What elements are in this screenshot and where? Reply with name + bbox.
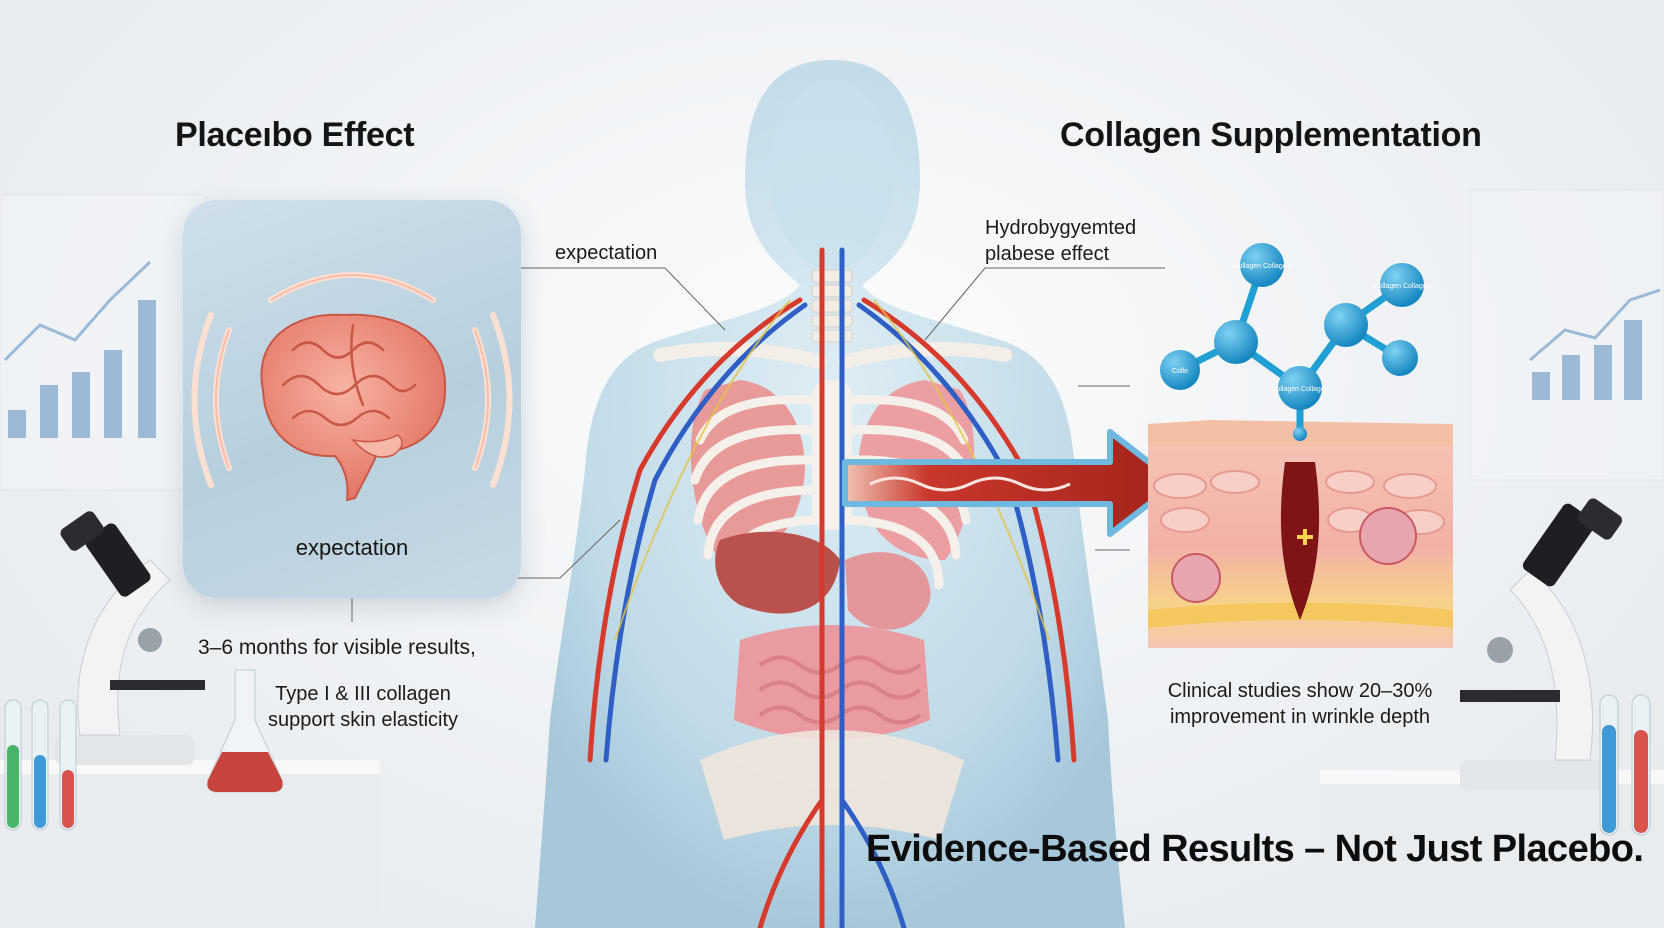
skin-cross-section-icon [1148, 420, 1453, 648]
brain-icon [191, 272, 513, 502]
flask-icon [207, 669, 283, 793]
microscope-icon [55, 511, 205, 765]
microscope-icon [1460, 498, 1623, 790]
molecule-label: Colle [1172, 368, 1188, 375]
test-tube-icon [4, 699, 77, 831]
evidence-claim: Evidence-Based Results – Not Just Placeb… [866, 828, 1644, 870]
chart-icon [1469, 189, 1664, 481]
clinical-studies-text: Clinical studies show 20–30% improvement… [1140, 678, 1460, 730]
placebo-heading: Placeıbo Effect [175, 116, 415, 154]
collagen-types-text: Type I & III collagen support skin elast… [238, 681, 488, 733]
hydro-callout: Hydrobygyemted plabese effect [985, 215, 1136, 267]
clinical-line-1: Clinical studies show 20–30% [1167, 680, 1433, 702]
hydro-line-1: Hydrobygyemted [985, 217, 1137, 239]
timeline-text: 3–6 months for visible results, [198, 636, 476, 659]
callout-connectors [351, 267, 1165, 622]
expectation-callout: expectation [555, 242, 658, 264]
chart-icon [0, 194, 206, 491]
molecule-label: Collagen Collagen [1233, 263, 1290, 270]
human-anatomy-figure [535, 60, 1125, 928]
molecule-label: Collagen Collagen [1271, 386, 1328, 393]
collagen-types-line-1: Type I & III collagen [275, 683, 451, 705]
placebo-expectation-card: expectation [183, 200, 521, 598]
clinical-line-2: improvement in wrinkle depth [1169, 706, 1431, 728]
collagen-heading: Collagen Supplementation [1060, 116, 1482, 154]
collagen-types-line-2: support skin elasticity [267, 709, 459, 731]
arrow-icon [842, 429, 1179, 537]
lab-bench [0, 760, 380, 928]
molecule-label: Collagen Collagen [1373, 283, 1430, 290]
card-caption: expectation [295, 535, 409, 560]
test-tube-icon [1599, 694, 1651, 836]
hydro-line-2: plabese effect [985, 243, 1110, 265]
molecule-icon: Collagen Collagen Collagen Collagen Coll… [1160, 243, 1431, 441]
